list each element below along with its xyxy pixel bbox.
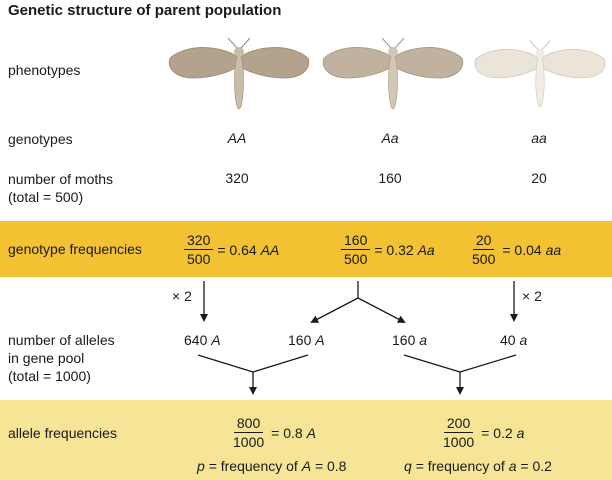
- allele-freq-a-num: 200: [443, 415, 474, 433]
- moth-Aa-image: [322, 37, 464, 110]
- freq-aa-num: 20: [472, 232, 495, 250]
- freq-Aa-value: = 0.32: [374, 241, 414, 258]
- arrow-merge-A-left: [197, 354, 254, 373]
- allele-frequency-band: [0, 400, 612, 480]
- freq-AA-den: 500: [187, 251, 211, 267]
- moth-AA-image: [168, 37, 310, 110]
- count-AA: 320: [225, 170, 249, 186]
- allele-frequencies-label: allele frequencies: [8, 425, 117, 441]
- allele-freq-A-den: 1000: [233, 434, 265, 450]
- arrow-Aa-right: [357, 297, 406, 323]
- number-of-moths-label: number of moths (total = 500): [8, 170, 113, 206]
- allele-count-640A-num: 640: [184, 332, 208, 348]
- arrow-merge-a-left: [403, 354, 461, 373]
- allele-count-160A-sym: A: [315, 332, 325, 348]
- count-Aa: 160: [378, 170, 402, 186]
- moth-aa-image: [474, 40, 606, 108]
- q-definition: q = frequency of a = 0.2: [404, 457, 552, 475]
- p-variable: p: [197, 458, 205, 474]
- allele-freq-A-num: 800: [233, 415, 264, 433]
- count-aa: 20: [531, 170, 547, 186]
- p-text: = frequency of: [208, 458, 298, 474]
- q-value: = 0.2: [520, 458, 552, 474]
- number-of-moths-line2: (total = 500): [8, 189, 84, 205]
- alleles-line1: number of alleles: [8, 332, 115, 348]
- multiplier-right: × 2: [522, 288, 542, 304]
- genotype-AA: AA: [227, 130, 247, 146]
- freq-aa-den: 500: [472, 251, 496, 267]
- alleles-line2: in gene pool: [8, 350, 85, 366]
- genotype-frequency-band: [0, 221, 612, 277]
- allele-count-40a-num: 40: [500, 332, 516, 348]
- freq-Aa-den: 500: [344, 251, 368, 267]
- q-symbol: a: [508, 458, 517, 474]
- allele-count-160a-num: 160: [392, 332, 416, 348]
- allele-count-160a-sym: a: [419, 332, 428, 348]
- allele-freq-a-sym: a: [516, 424, 525, 441]
- number-of-moths-line1: number of moths: [8, 171, 114, 187]
- arrow-merge-a-right: [459, 354, 517, 373]
- alleles-line3: (total = 1000): [8, 368, 91, 384]
- genotype-frequencies-label: genotype frequencies: [8, 241, 142, 257]
- freq-AA-value: = 0.64: [217, 241, 257, 258]
- p-symbol: A: [301, 458, 312, 474]
- allele-freq-A-value: = 0.8: [271, 424, 303, 441]
- multiplier-left: × 2: [172, 288, 192, 304]
- arrow-Aa-left: [310, 297, 359, 323]
- number-of-alleles-label: number of alleles in gene pool (total = …: [8, 331, 115, 385]
- allele-count-160A: 160 A: [288, 331, 325, 349]
- allele-freq-a-den: 1000: [443, 434, 475, 450]
- allele-count-160A-num: 160: [288, 332, 312, 348]
- freq-Aa-genotype: Aa: [417, 241, 435, 258]
- allele-count-160a: 160 a: [392, 331, 427, 349]
- freq-aa-value: = 0.04: [502, 241, 542, 258]
- allele-count-640A-sym: A: [211, 332, 221, 348]
- allele-count-40a-sym: a: [519, 332, 528, 348]
- genotype-aa: aa: [531, 130, 547, 146]
- arrow-merge-A-right: [252, 354, 309, 373]
- freq-Aa-num: 160: [341, 232, 371, 250]
- freq-aa-genotype: aa: [545, 241, 562, 258]
- p-definition: p = frequency of A = 0.8: [197, 457, 346, 475]
- allele-freq-a-value: = 0.2: [481, 424, 513, 441]
- allele-count-40a: 40 a: [500, 331, 527, 349]
- genotype-Aa: Aa: [381, 130, 399, 146]
- q-variable: q: [404, 458, 412, 474]
- phenotypes-label: phenotypes: [8, 62, 81, 78]
- freq-AA-genotype: AA: [260, 241, 280, 258]
- genotypes-label: genotypes: [8, 131, 73, 147]
- q-text: = frequency of: [415, 458, 505, 474]
- freq-AA-num: 320: [184, 232, 214, 250]
- diagram-title: Genetic structure of parent population: [8, 2, 282, 19]
- allele-count-640A: 640 A: [184, 331, 221, 349]
- allele-freq-A-sym: A: [306, 424, 316, 441]
- p-value: = 0.8: [314, 458, 347, 474]
